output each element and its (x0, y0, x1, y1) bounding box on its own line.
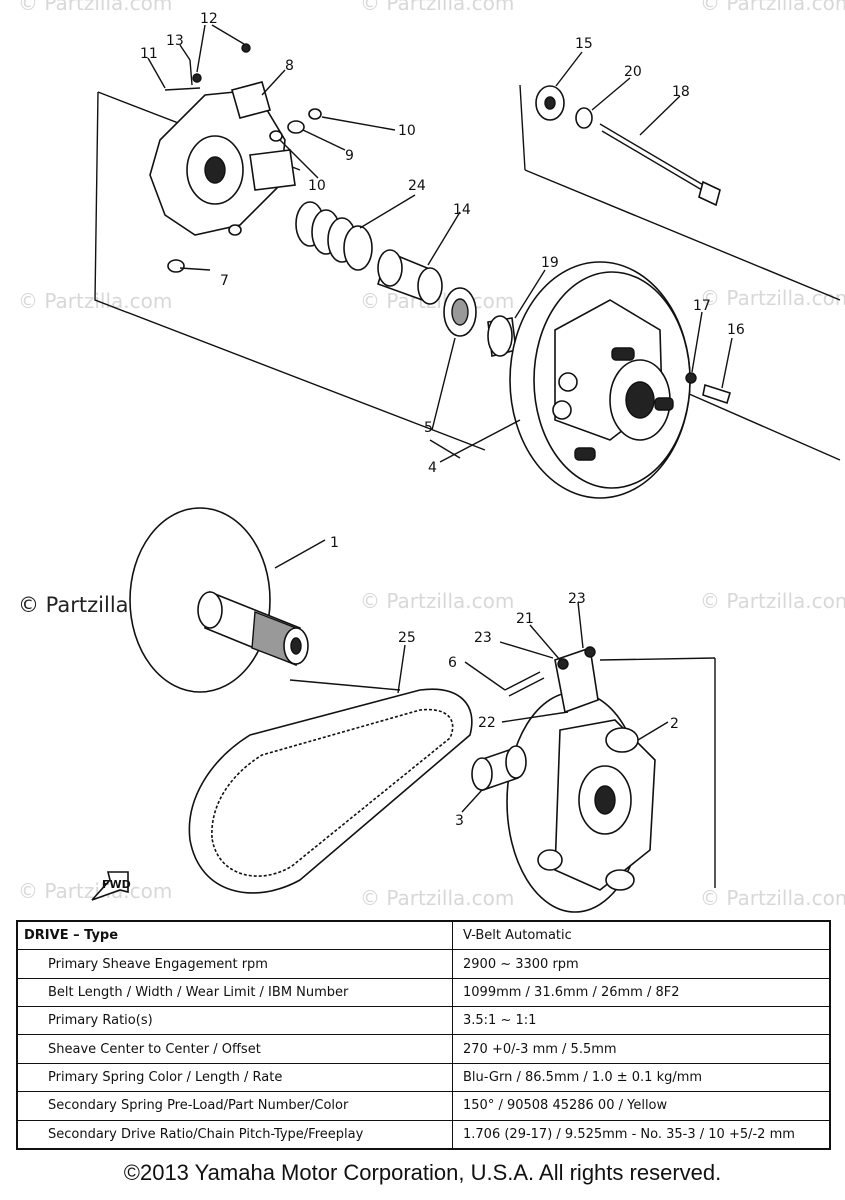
table-header-row: DRIVE – Type V-Belt Automatic (16, 920, 831, 951)
spec-label: Secondary Drive Ratio/Chain Pitch-Type/F… (16, 1119, 453, 1150)
spec-value: V-Belt Automatic (452, 920, 831, 951)
callout-19: 19 (541, 255, 559, 271)
leader-lines (147, 24, 733, 813)
watermarks: © Partzilla.com © Partzilla.com © Partzi… (18, 0, 845, 910)
table-row: Secondary Spring Pre-Load/Part Number/Co… (16, 1091, 831, 1121)
callout-8: 8 (285, 58, 294, 74)
callout-2: 2 (670, 716, 679, 732)
watermark: © Partzilla.com (700, 286, 845, 310)
cap-bolt (685, 372, 731, 405)
spec-value: 2900 ~ 3300 rpm (452, 949, 831, 979)
collar (377, 249, 443, 305)
watermark: © Partzilla.com (360, 0, 514, 15)
callout-21: 21 (516, 611, 534, 627)
callout-3: 3 (455, 813, 464, 829)
table-row: Primary Sheave Engagement rpm 2900 ~ 330… (16, 949, 831, 979)
spec-value: Blu-Grn / 86.5mm / 1.0 ± 0.1 kg/mm (452, 1062, 831, 1093)
callout-1: 1 (330, 535, 339, 551)
callout-24: 24 (408, 178, 426, 194)
callout-13: 13 (166, 33, 184, 49)
callout-15: 15 (575, 36, 593, 52)
callout-16: 16 (727, 322, 745, 338)
callout-4: 4 (428, 460, 437, 476)
callout-23: 23 (474, 630, 492, 646)
callout-11: 11 (140, 46, 158, 62)
callout-9: 9 (345, 148, 354, 164)
seal (443, 287, 477, 337)
spec-label: Primary Spring Color / Length / Rate (16, 1062, 453, 1093)
table-row: Sheave Center to Center / Offset 270 +0/… (16, 1034, 831, 1064)
table-row: Primary Ratio(s) 3.5:1 ~ 1:1 (16, 1006, 831, 1036)
center-bolt (535, 85, 721, 207)
watermark: © Partzilla.com (700, 589, 845, 613)
spec-label: Primary Sheave Engagement rpm (16, 949, 453, 979)
spec-value: 150° / 90508 45286 00 / Yellow (452, 1091, 831, 1121)
spec-label: Sheave Center to Center / Offset (16, 1034, 453, 1064)
forward-label: FWD (102, 878, 131, 891)
callout-17: 17 (693, 298, 711, 314)
callout-12: 12 (200, 11, 218, 27)
watermark: © Partzilla.com (360, 589, 514, 613)
callout-25: 25 (398, 630, 416, 646)
spec-label: Primary Ratio(s) (16, 1006, 453, 1036)
drive-spec-table: DRIVE – Type V-Belt Automatic Primary Sh… (16, 920, 831, 1150)
copyright-notice: ©2013 Yamaha Motor Corporation, U.S.A. A… (123, 1160, 722, 1185)
v-belt (188, 688, 473, 894)
callout-23: 23 (568, 591, 586, 607)
callout-labels: 1 2 3 4 5 6 7 8 9 10 10 11 12 13 14 15 1… (140, 11, 745, 829)
spec-value: 1099mm / 31.6mm / 26mm / 8F2 (452, 977, 831, 1008)
bushing (487, 315, 517, 357)
table-row: Secondary Drive Ratio/Chain Pitch-Type/F… (16, 1119, 831, 1150)
secondary-movable-sheave (506, 691, 656, 913)
callout-22: 22 (478, 715, 496, 731)
callout-20: 20 (624, 64, 642, 80)
secondary-fixed-sheave (129, 507, 309, 693)
spec-value: 1.706 (29-17) / 9.525mm - No. 35-3 / 10 … (452, 1119, 831, 1150)
primary-fixed-sheave (149, 43, 296, 236)
callout-10: 10 (398, 123, 416, 139)
table-row: Primary Spring Color / Length / Rate Blu… (16, 1062, 831, 1093)
lower-frame-lines (289, 657, 716, 888)
watermark: © Partzilla.com (18, 0, 172, 15)
exploded-parts-diagram: © Partzilla.com © Partzilla.com © Partzi… (18, 0, 845, 913)
forward-arrow: FWD (91, 871, 131, 901)
callout-7: 7 (220, 273, 229, 289)
callout-18: 18 (672, 84, 690, 100)
primary-spring (295, 201, 373, 271)
spec-label: Secondary Spring Pre-Load/Part Number/Co… (16, 1091, 453, 1121)
callout-14: 14 (453, 202, 471, 218)
callout-5: 5 (424, 420, 433, 436)
cam-bracket (504, 646, 599, 714)
watermark: © Partzilla.com (700, 0, 845, 15)
spec-value: 270 +0/-3 mm / 5.5mm (452, 1034, 831, 1064)
table-row: Belt Length / Width / Wear Limit / IBM N… (16, 977, 831, 1008)
callout-6: 6 (448, 655, 457, 671)
spec-label: Belt Length / Width / Wear Limit / IBM N… (16, 977, 453, 1008)
weights (167, 108, 322, 273)
spec-label: DRIVE – Type (16, 920, 453, 951)
watermark: © Partzilla.com (360, 886, 514, 910)
primary-movable-sheave (509, 261, 691, 499)
callout-10: 10 (308, 178, 326, 194)
watermark: © Partzilla.com (700, 886, 845, 910)
spec-value: 3.5:1 ~ 1:1 (452, 1006, 831, 1036)
